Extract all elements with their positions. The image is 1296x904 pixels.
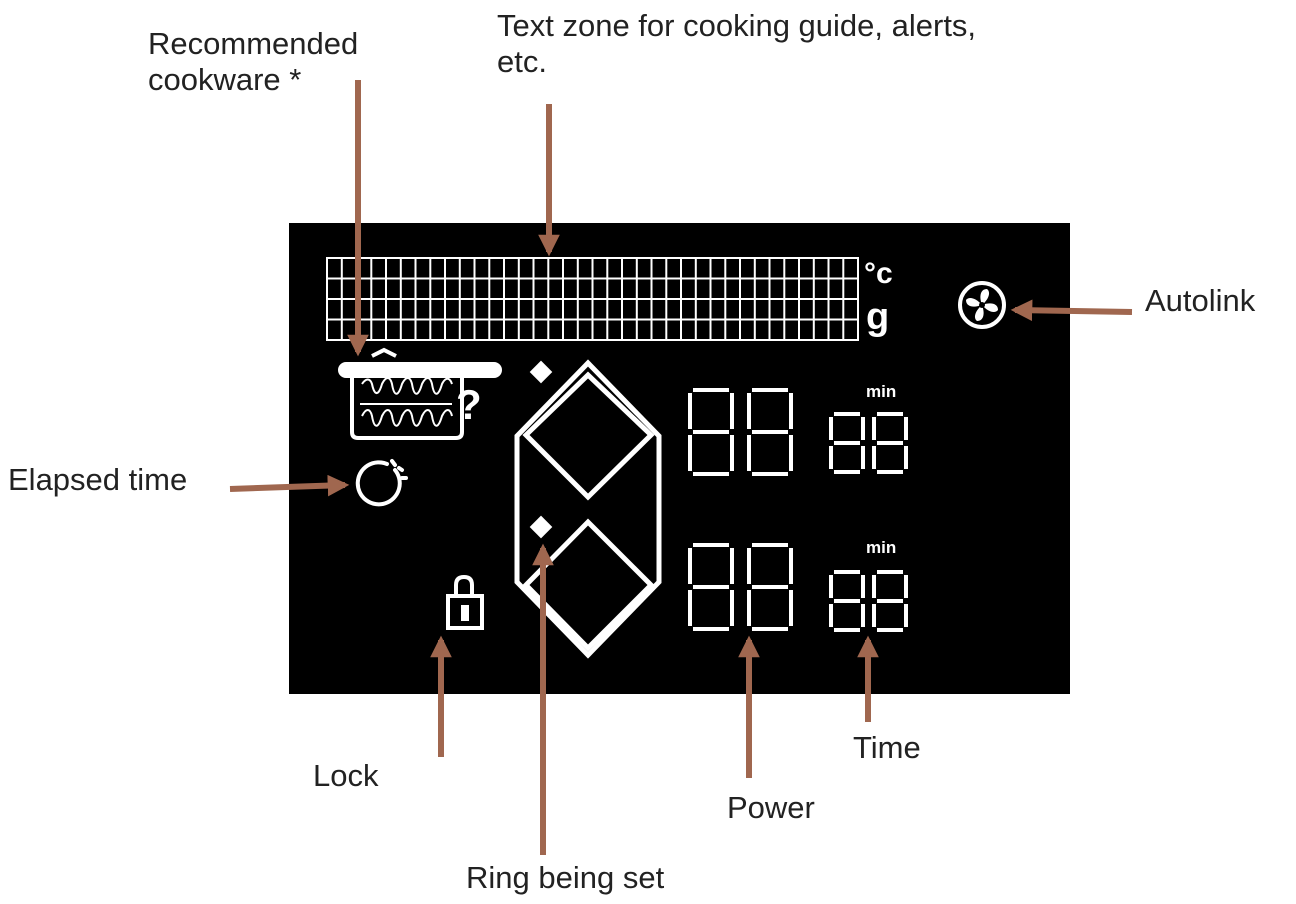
gram-unit: g: [866, 296, 890, 338]
arrow-elapsed: [229, 474, 350, 497]
minutes-label-bottom: min: [866, 538, 897, 557]
ring-indicator-bottom: [529, 515, 553, 539]
callout-cookware-line1: Recommended: [148, 26, 359, 61]
callout-time: Time: [853, 730, 921, 765]
display-panel: [289, 223, 1070, 694]
power-top-digit-1: [747, 388, 793, 476]
callout-text-zone: Text zone for cooking guide, alerts, etc…: [497, 8, 976, 80]
callout-autolink: Autolink: [1145, 283, 1256, 318]
callout-cookware-line2: cookware *: [148, 62, 302, 97]
seven-segment-digits: [688, 388, 908, 632]
callout-arrows: [229, 80, 1133, 855]
padlock-icon: [446, 574, 484, 630]
callout-elapsed-time: Elapsed time: [8, 462, 188, 497]
question-mark-icon: ?: [456, 381, 482, 428]
power-bottom-digit-1: [747, 543, 793, 631]
callout-power: Power: [727, 790, 815, 825]
time-top-digit-1: [872, 412, 908, 474]
callout-textzone-line2: etc.: [497, 44, 547, 79]
time-top-digit-0: [829, 412, 865, 474]
celsius-unit: °c: [864, 257, 893, 290]
ring-selector-icon: [514, 359, 662, 659]
text-zone-matrix: [326, 257, 859, 341]
callout-lock: Lock: [313, 758, 379, 793]
minutes-label-top: min: [866, 382, 897, 401]
callout-recommended-cookware: Recommended cookware *: [148, 26, 358, 98]
callout-textzone-line1: Text zone for cooking guide, alerts,: [497, 8, 977, 43]
power-top-digit-0: [688, 388, 734, 476]
timer-icon: [355, 459, 408, 507]
time-bottom-digit-1: [872, 570, 908, 632]
ring-indicator-top: [529, 360, 553, 384]
power-bottom-digit-0: [688, 543, 734, 631]
callout-ring-being-set: Ring being set: [466, 860, 665, 895]
pot-icon: [338, 347, 502, 440]
time-bottom-digit-0: [829, 570, 865, 632]
arrow-autolink: [1010, 299, 1133, 322]
fan-icon: [958, 281, 1006, 329]
